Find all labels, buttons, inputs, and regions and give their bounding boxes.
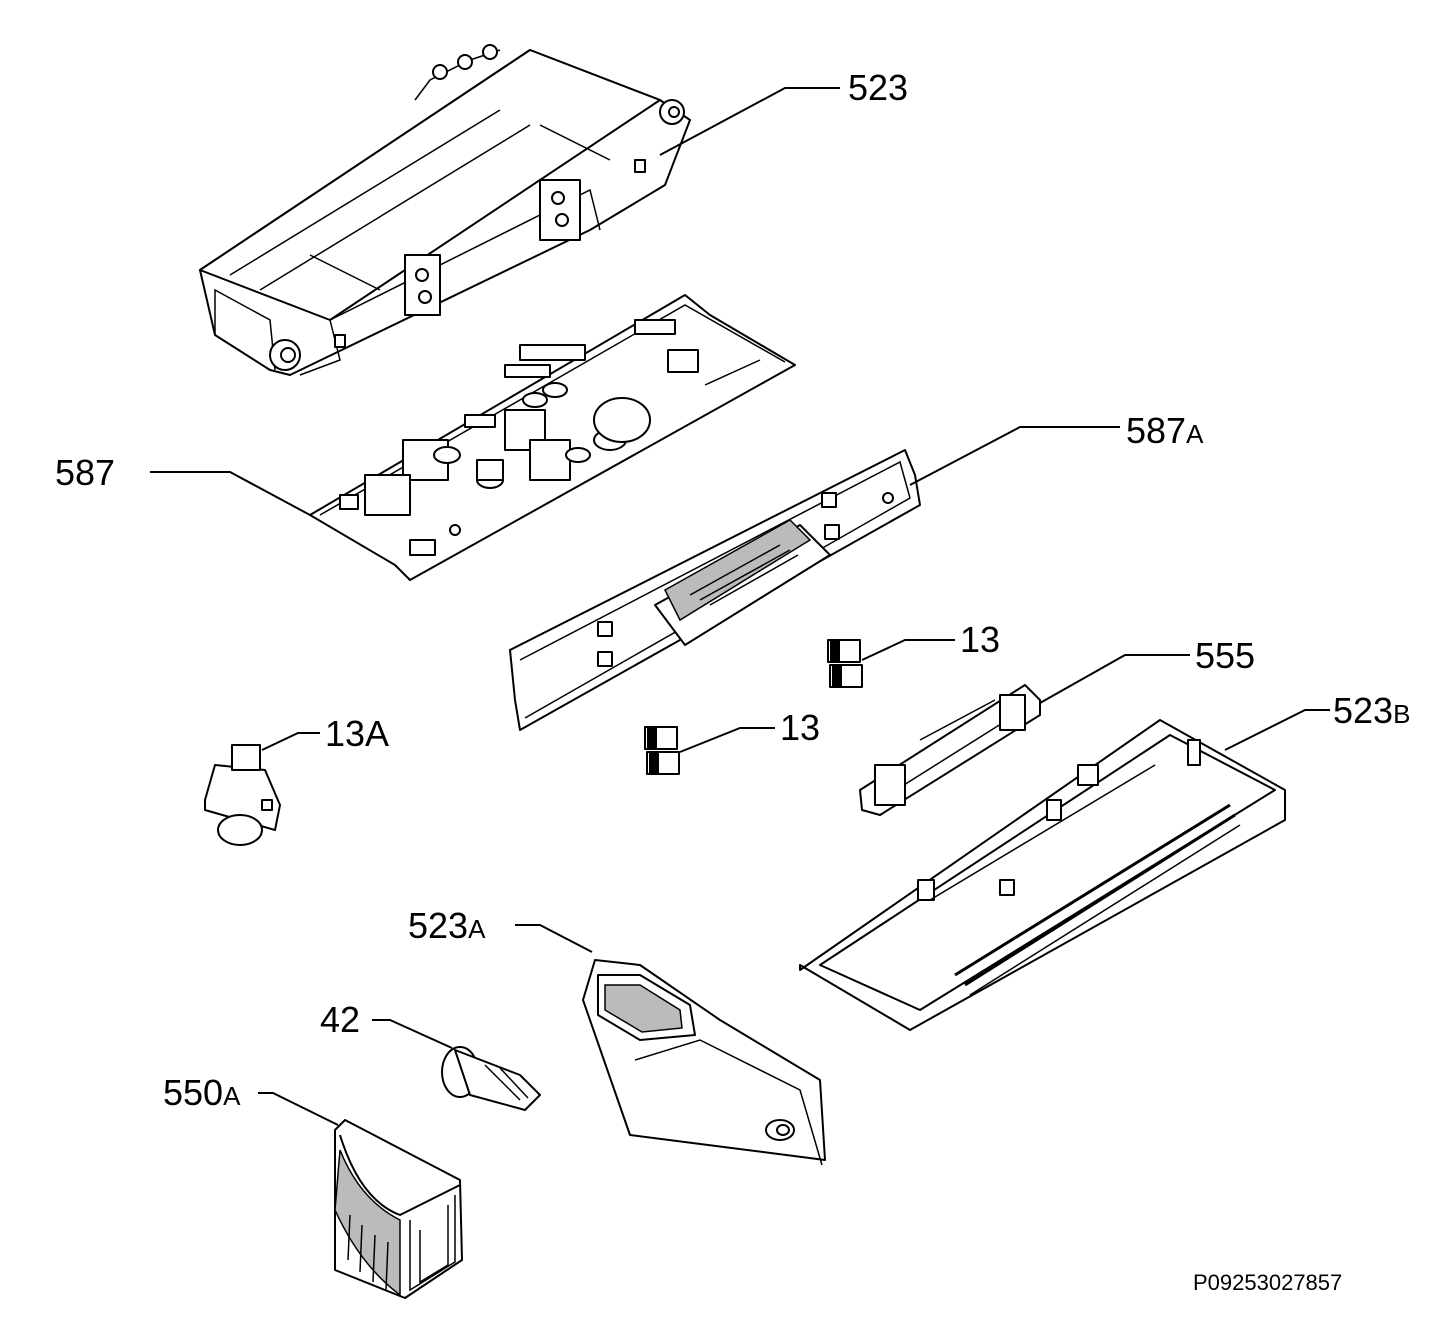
part-42-lamp-holder — [441, 1046, 541, 1111]
label-555: 555 — [1195, 635, 1255, 676]
label-587a: 587A — [1126, 410, 1204, 451]
label-13-lower: 13 — [780, 707, 820, 748]
label-523: 523 — [848, 67, 908, 108]
label-550a: 550A — [163, 1072, 241, 1113]
label-13-upper: 13 — [960, 619, 1000, 660]
part-587-pcb — [309, 294, 796, 581]
part-523a-cover — [582, 959, 826, 1166]
part-523b-tray — [799, 719, 1286, 1031]
part-523-housing — [199, 44, 691, 376]
part-13-button-upper — [827, 639, 863, 688]
label-42: 42 — [320, 999, 360, 1040]
part-587a-display-pcb — [509, 449, 921, 731]
part-550a-end-cap — [334, 1119, 463, 1299]
drawing-code: P09253027857 — [1193, 1270, 1342, 1295]
label-523b: 523B — [1333, 690, 1410, 731]
part-13a-knob — [204, 744, 281, 846]
label-523a: 523A — [408, 905, 486, 946]
label-13a: 13A — [325, 713, 389, 754]
part-555-bracket — [859, 684, 1041, 816]
leader-lines — [150, 87, 1330, 1126]
label-587: 587 — [55, 452, 115, 493]
part-13-button-lower — [644, 726, 680, 775]
